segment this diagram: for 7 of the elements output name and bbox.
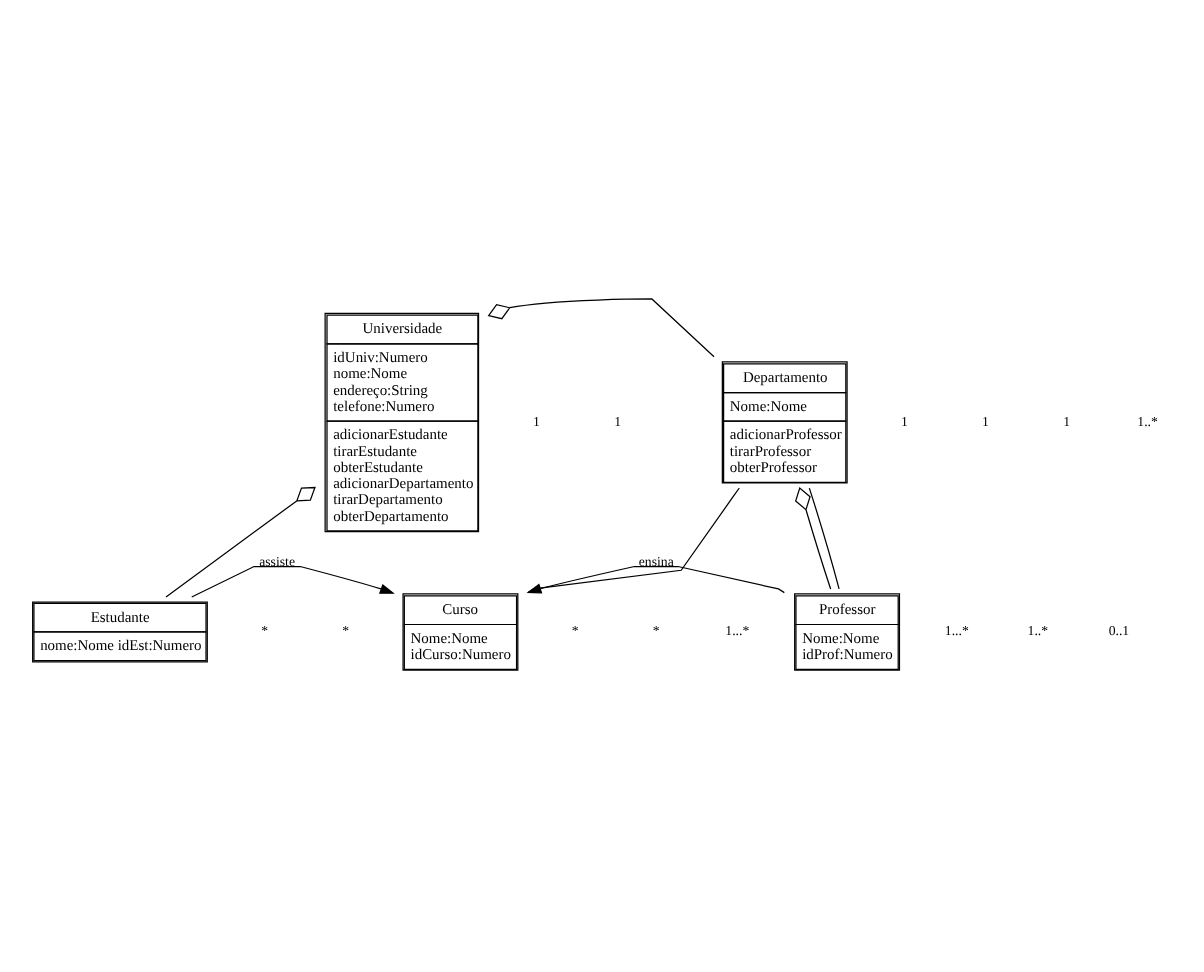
connector — [487, 297, 715, 357]
connector — [527, 486, 740, 592]
connector — [794, 486, 832, 589]
arrow — [526, 564, 785, 593]
connector — [808, 486, 840, 589]
connector — [165, 485, 316, 597]
arrow — [191, 564, 395, 597]
